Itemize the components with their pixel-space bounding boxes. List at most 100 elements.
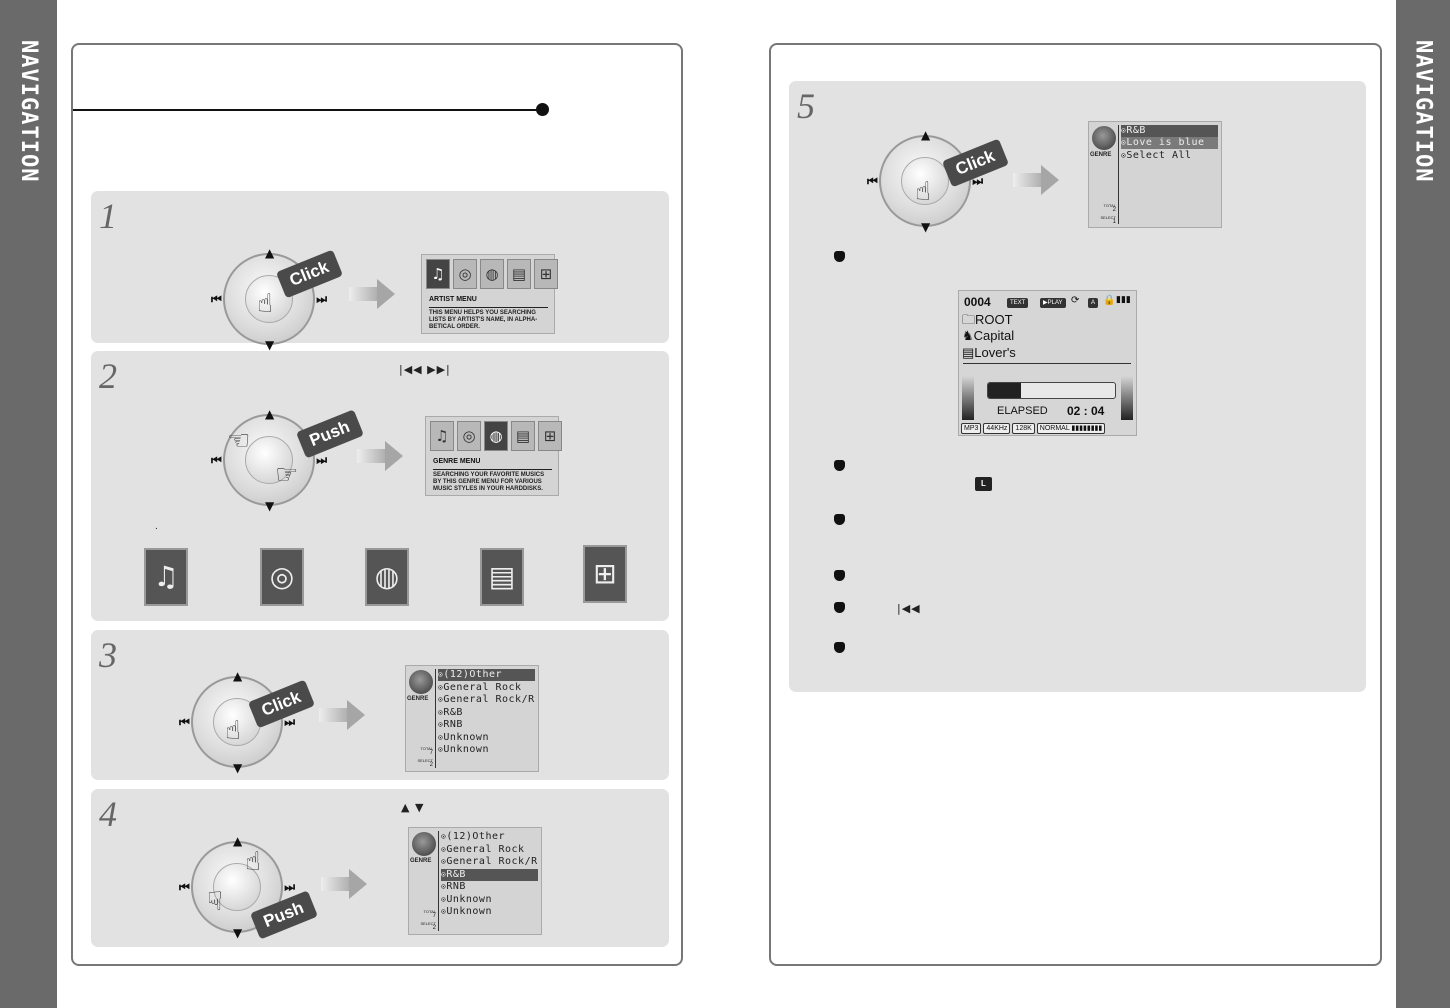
title-rule [73, 109, 541, 111]
pointing-hand-icon: ☝ [245, 847, 261, 877]
lock-icon: 🔒 [1103, 295, 1116, 306]
progress-bar [987, 382, 1116, 399]
step-number: 5 [797, 86, 815, 126]
list-item[interactable]: ⊙General Rock/R [441, 856, 538, 867]
list-item[interactable]: ⊙R&B [438, 707, 463, 718]
total-label: TOTAL [1103, 203, 1116, 208]
genre-icon [412, 832, 436, 856]
playback-screen: 0004 TEXT ▶PLAY ⟳ A 🔒 ▮▮▮ 🗀ROOT ♞Capital… [958, 290, 1137, 436]
pointing-hand-icon: ☝ [225, 716, 241, 746]
artist-line: ♞Capital [962, 328, 1015, 343]
genre-list-screen: GENRE TOTAL 7 SELECT 2 ⊙(12)Other ⊙Gener… [405, 665, 539, 772]
genre-icon: ◍ [480, 259, 504, 289]
list-item[interactable]: ⊙Unknown [438, 744, 489, 755]
menu-title: GENRE MENU [433, 458, 481, 465]
folder-icon: ⊞ [583, 545, 627, 603]
step-number: 4 [99, 794, 117, 834]
elapsed-time: 02 : 04 [1067, 404, 1105, 418]
title-icon: ▤ [511, 421, 535, 451]
select-count: 2 [429, 762, 433, 768]
prev-track-icon: ⏮ [211, 453, 222, 467]
select-count: 1 [1112, 219, 1116, 225]
list-item[interactable]: ⊙General Rock/R [438, 694, 535, 705]
step-1-box: 1 ▲ ▼ ⏮ ⏭ ☝ Click ♫ ◎ ◍ ▤ ⊞ ARTIST MENU … [91, 191, 669, 351]
bullet-icon [834, 251, 845, 262]
genre-menu-screen: ♫ ◎ ◍ ▤ ⊞ GENRE MENU SEARCHING YOUR FAVO… [425, 416, 562, 496]
next-track-icon: ⏭ [972, 174, 983, 188]
right-arrow-icon [321, 869, 367, 899]
total-label: TOTAL [420, 746, 433, 751]
pointing-hand-icon: ☜ [227, 426, 251, 456]
next-track-icon: ⏭ [316, 292, 327, 306]
step-2-box: 2 |◀◀ ▶▶| ▲ ▼ ⏮ ⏭ ☜ ☞ Push ♫ ◎ ◍ ▤ ⊞ GEN… [91, 351, 669, 621]
level-meter-right [1121, 376, 1133, 420]
repeat-icon: ⟳ [1071, 295, 1080, 306]
menu-description: THIS MENU HELPS YOU SEARCHING LISTS BY A… [429, 310, 538, 330]
sample-rate-chip: 44KHz [983, 423, 1011, 434]
list-item[interactable]: ⊙General Rock [438, 682, 522, 693]
down-arrow-icon: ▼ [233, 926, 243, 940]
control-wheel: ▲ ▼ ⏮ ⏭ ☝ [179, 670, 295, 774]
track-counter: 0004 [964, 295, 991, 309]
prev-next-keys: |◀◀ ▶▶| [399, 363, 451, 376]
side-strip-right: NAVIGATION [1396, 0, 1450, 1008]
down-arrow-icon: ▼ [233, 761, 243, 775]
bullet-icon [834, 460, 845, 471]
album-icon: ◎ [457, 421, 481, 451]
down-arrow-icon: ▼ [265, 338, 275, 352]
level-meter-left [962, 376, 974, 420]
list-item[interactable]: ⊙Select All [1121, 150, 1192, 161]
list-item[interactable]: ⊙RNB [438, 719, 463, 730]
list-item[interactable]: ⊙Unknown [438, 732, 489, 743]
up-arrow-icon: ▲ [233, 669, 243, 683]
genre-list-screen: GENRE TOTAL 7 SELECT 2 ⊙(12)Other ⊙Gener… [408, 827, 542, 935]
folder-icon: ⊞ [534, 259, 558, 289]
down-arrow-icon: ▼ [921, 220, 931, 234]
pointing-hand-icon: ☝ [915, 177, 931, 207]
folder-icon: ⊞ [538, 421, 562, 451]
artist-icon: ♫ [426, 259, 450, 289]
prev-key-icon: |◀◀ [897, 602, 921, 615]
prev-track-icon: ⏮ [867, 174, 878, 188]
pointing-hand-icon: ☝ [257, 289, 273, 319]
up-arrow-icon: ▲ [921, 128, 931, 142]
select-count: 2 [432, 925, 436, 931]
list-item[interactable]: ⊙General Rock [441, 844, 525, 855]
elapsed-label: ELAPSED [997, 405, 1048, 417]
list-item[interactable]: ⊙RNB [441, 881, 466, 892]
bitrate-chip: 128K [1012, 423, 1035, 434]
play-badge: ▶PLAY [1040, 298, 1066, 308]
list-item[interactable]: ⊙R&B [1121, 125, 1218, 137]
prev-track-icon: ⏮ [211, 292, 222, 306]
prev-track-icon: ⏮ [179, 715, 190, 729]
side-strip-left: NAVIGATION [0, 0, 57, 1008]
next-track-icon: ⏭ [284, 715, 295, 729]
step-number: 2 [99, 356, 117, 396]
left-page-panel: 1 ▲ ▼ ⏮ ⏭ ☝ Click ♫ ◎ ◍ ▤ ⊞ ARTIST MENU … [71, 43, 683, 966]
list-item[interactable]: ⊙Unknown [441, 894, 492, 905]
list-item[interactable]: ⊙Love is blue [1121, 137, 1218, 149]
eq-chip: NORMAL ▮▮▮▮▮▮▮▮ [1036, 423, 1106, 434]
select-label: SELECT [417, 758, 433, 763]
right-arrow-icon [357, 441, 403, 471]
menu-title: ARTIST MENU [429, 296, 477, 303]
artist-icon: ♞ [962, 328, 974, 343]
artist-icon: ♫ [144, 548, 188, 606]
list-item[interactable]: ⊙Unknown [441, 906, 492, 917]
list-item[interactable]: ⊙(12)Other [438, 669, 535, 681]
up-arrow-icon: ▲ [233, 834, 243, 848]
total-count: 7 [429, 750, 433, 756]
side-label: NAVIGATION [1410, 40, 1436, 183]
list-item[interactable]: ⊙(12)Other [441, 831, 506, 842]
genre-track-screen: GENRE TOTAL 2 SELECT 1 ⊙R&B ⊙Love is blu… [1088, 121, 1222, 228]
list-item[interactable]: ⊙R&B [441, 869, 538, 881]
text-badge: TEXT [1007, 298, 1029, 308]
step-number: 3 [99, 635, 117, 675]
title-line: ▤Lover's [962, 345, 1016, 360]
title-icon: ▤ [507, 259, 531, 289]
right-arrow-icon [319, 700, 365, 730]
artist-icon: ♫ [430, 421, 454, 451]
album-icon: ◎ [453, 259, 477, 289]
up-down-keys: ▲ ▼ [401, 801, 425, 814]
folder-line: 🗀ROOT [962, 312, 1013, 327]
